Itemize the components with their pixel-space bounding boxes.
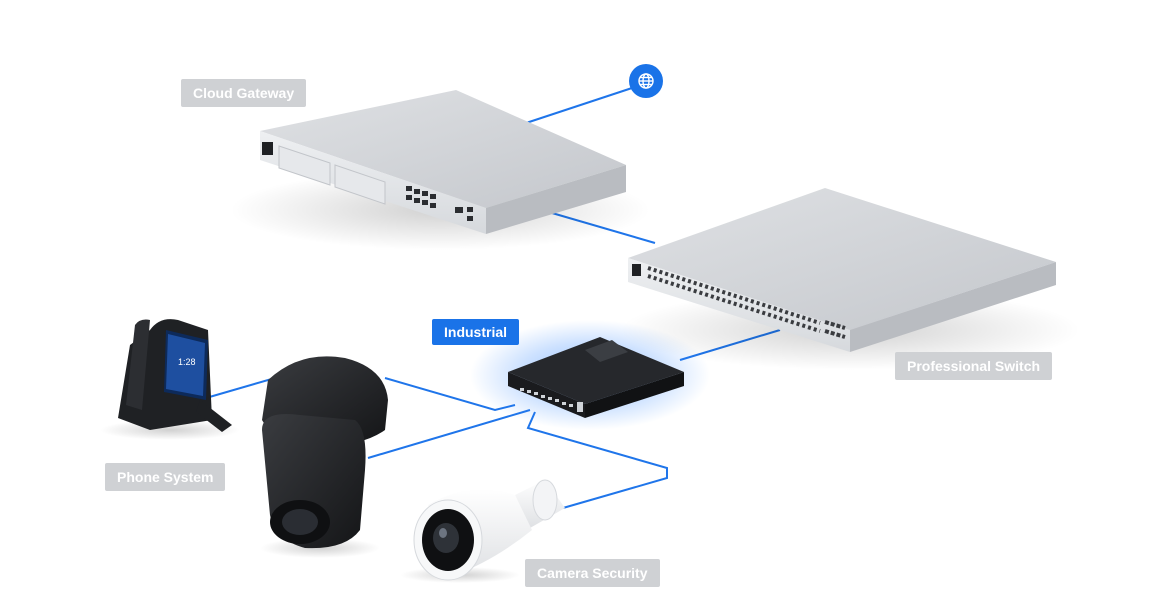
globe-icon	[638, 73, 654, 89]
label-professional-switch: Professional Switch	[895, 352, 1053, 380]
professional-switch-device[interactable]	[620, 188, 1080, 370]
link-internet-gateway	[519, 87, 633, 126]
switch-port-array	[647, 266, 846, 339]
label-phone-system: Phone System	[105, 463, 226, 491]
gateway-ports	[406, 186, 473, 221]
internet-node[interactable]	[629, 64, 663, 98]
ptz-camera-device[interactable]	[260, 356, 388, 558]
label-industrial: Industrial	[432, 319, 520, 345]
cloud-gateway-device[interactable]	[230, 90, 650, 250]
link-ptz-industrial	[367, 409, 531, 459]
industrial-switch-device[interactable]	[470, 320, 710, 430]
bullet-camera-device[interactable]	[400, 479, 565, 583]
label-cloud-gateway: Cloud Gateway	[181, 79, 307, 107]
phone-system-device[interactable]: 1:28	[100, 319, 240, 440]
svg-text:1:28: 1:28	[178, 357, 196, 367]
label-camera-security: Camera Security	[525, 559, 660, 587]
industrial-ports	[520, 388, 583, 412]
